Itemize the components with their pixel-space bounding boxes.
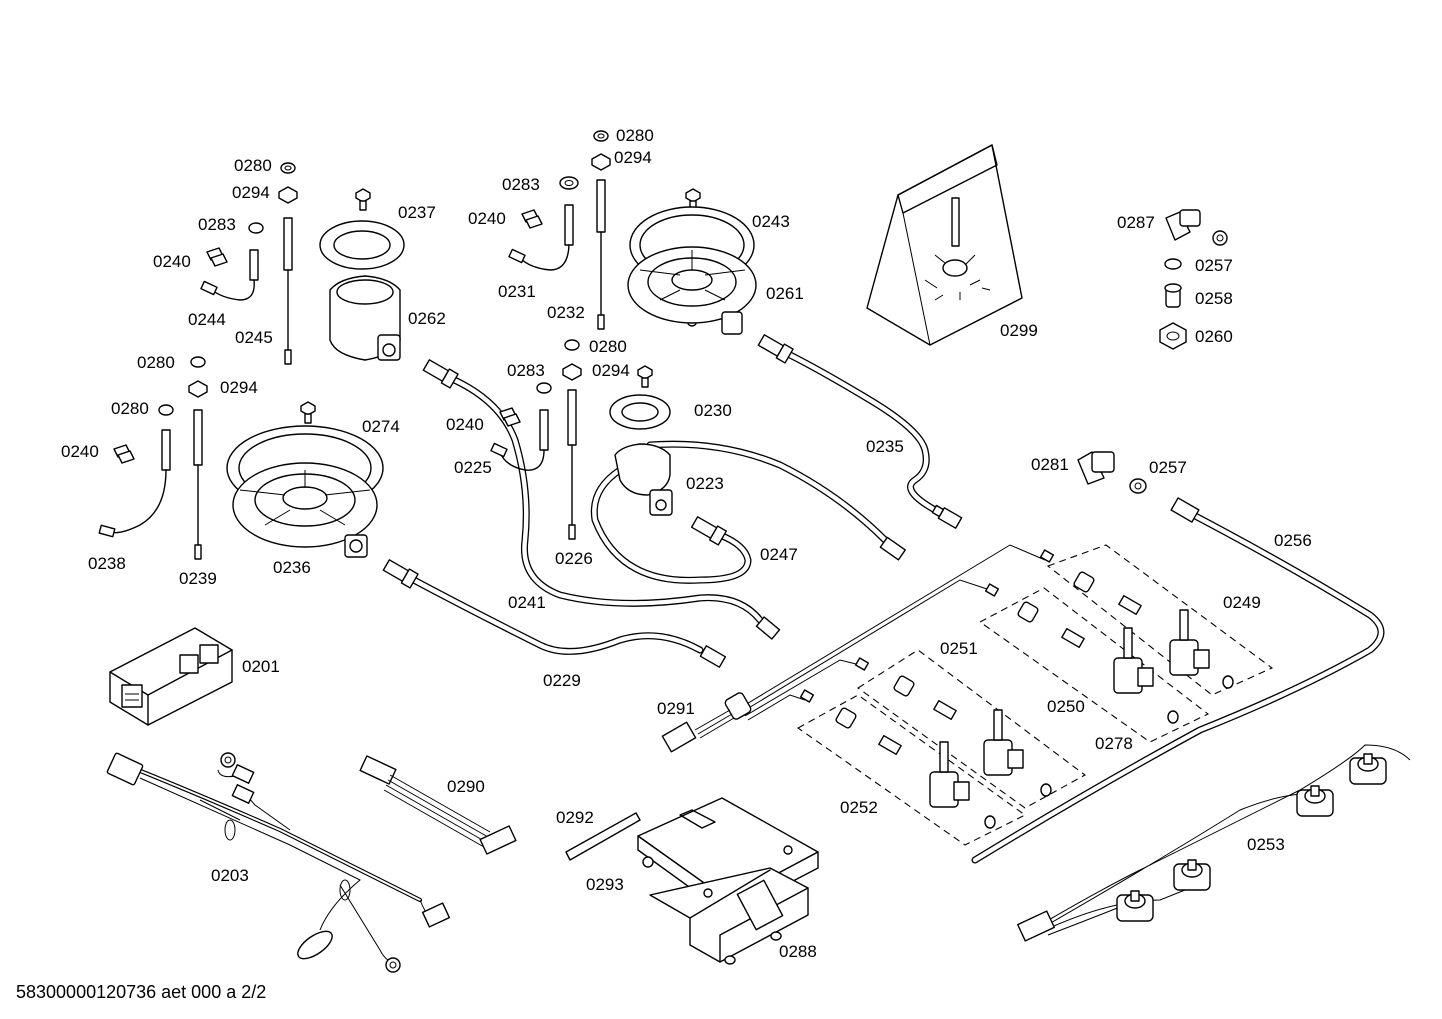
wiring-0203 <box>106 752 451 973</box>
document-reference: 58300000120736 aet 000 a 2/2 <box>16 982 266 1002</box>
burner-0230-0223 <box>609 394 673 516</box>
ignition-module-0201 <box>109 627 233 726</box>
label-0280: 0280 <box>137 353 175 372</box>
label-0240: 0240 <box>153 252 191 271</box>
label-0287: 0287 <box>1117 213 1155 232</box>
label-0262: 0262 <box>408 309 446 328</box>
label-0243: 0243 <box>752 212 790 231</box>
cable-0290 <box>359 755 517 855</box>
burner-0243-0261 <box>627 206 757 335</box>
label-0258: 0258 <box>1195 289 1233 308</box>
label-0241: 0241 <box>508 593 546 612</box>
label-0278: 0278 <box>1095 734 1133 753</box>
label-0294: 0294 <box>614 148 652 167</box>
burner-0237-0262 <box>319 220 405 361</box>
label-0280: 0280 <box>111 399 149 418</box>
label-0240: 0240 <box>468 209 506 228</box>
valve-group <box>796 544 1274 846</box>
label-0294: 0294 <box>232 183 270 202</box>
label-0281: 0281 <box>1031 455 1069 474</box>
label-0283: 0283 <box>198 215 236 234</box>
label-0280: 0280 <box>234 156 272 175</box>
label-0288: 0288 <box>779 942 817 961</box>
label-0239: 0239 <box>179 569 217 588</box>
label-0251: 0251 <box>940 639 978 658</box>
label-0236: 0236 <box>273 558 311 577</box>
label-0290: 0290 <box>447 777 485 796</box>
label-0260: 0260 <box>1195 327 1233 346</box>
harness-0291 <box>661 544 1055 753</box>
label-0257: 0257 <box>1149 458 1187 477</box>
label-0240: 0240 <box>446 415 484 434</box>
label-0261: 0261 <box>766 284 804 303</box>
elbow-fitting-0287 <box>1159 209 1228 350</box>
label-0253: 0253 <box>1247 835 1285 854</box>
label-0238: 0238 <box>88 554 126 573</box>
switch-harness-0253 <box>1016 744 1411 942</box>
label-0294: 0294 <box>592 361 630 380</box>
label-0291: 0291 <box>657 699 695 718</box>
label-0223: 0223 <box>686 474 724 493</box>
label-0237: 0237 <box>398 203 436 222</box>
label-0231: 0231 <box>498 282 536 301</box>
label-0280: 0280 <box>589 337 627 356</box>
label-0244: 0244 <box>188 310 226 329</box>
label-0292: 0292 <box>556 808 594 827</box>
control-box-0288 <box>637 797 819 965</box>
electrodes <box>98 179 606 560</box>
burner-0274-0236 <box>226 425 384 558</box>
label-0252: 0252 <box>840 798 878 817</box>
parts-bag-0299 <box>866 144 1023 346</box>
label-0229: 0229 <box>543 671 581 690</box>
label-0240: 0240 <box>61 442 99 461</box>
part-labels: 0280 0294 0283 0240 0244 0245 0237 0262 … <box>61 126 1312 961</box>
strip-0292 <box>565 812 641 861</box>
label-0230: 0230 <box>694 401 732 420</box>
label-0247: 0247 <box>760 545 798 564</box>
screw-icon <box>637 365 653 388</box>
label-0283: 0283 <box>502 175 540 194</box>
label-0256: 0256 <box>1274 531 1312 550</box>
screw-icon <box>355 188 371 211</box>
label-0226: 0226 <box>555 549 593 568</box>
label-0257: 0257 <box>1195 256 1233 275</box>
label-0232: 0232 <box>547 303 585 322</box>
label-0201: 0201 <box>242 657 280 676</box>
label-0235: 0235 <box>866 437 904 456</box>
screw-icon <box>685 188 701 211</box>
label-0294: 0294 <box>220 378 258 397</box>
label-0293: 0293 <box>586 875 624 894</box>
label-0225: 0225 <box>454 458 492 477</box>
label-0245: 0245 <box>235 328 273 347</box>
label-0280: 0280 <box>616 126 654 145</box>
elbow-fitting-0281 <box>1077 451 1147 494</box>
label-0250: 0250 <box>1047 697 1085 716</box>
gas-pipes <box>406 351 1385 864</box>
pipe-fittings <box>382 334 1200 668</box>
screw-icon <box>300 401 316 424</box>
label-0274: 0274 <box>362 417 400 436</box>
label-0203: 0203 <box>211 866 249 885</box>
label-0299: 0299 <box>1000 321 1038 340</box>
label-0283: 0283 <box>507 361 545 380</box>
label-0249: 0249 <box>1223 593 1261 612</box>
